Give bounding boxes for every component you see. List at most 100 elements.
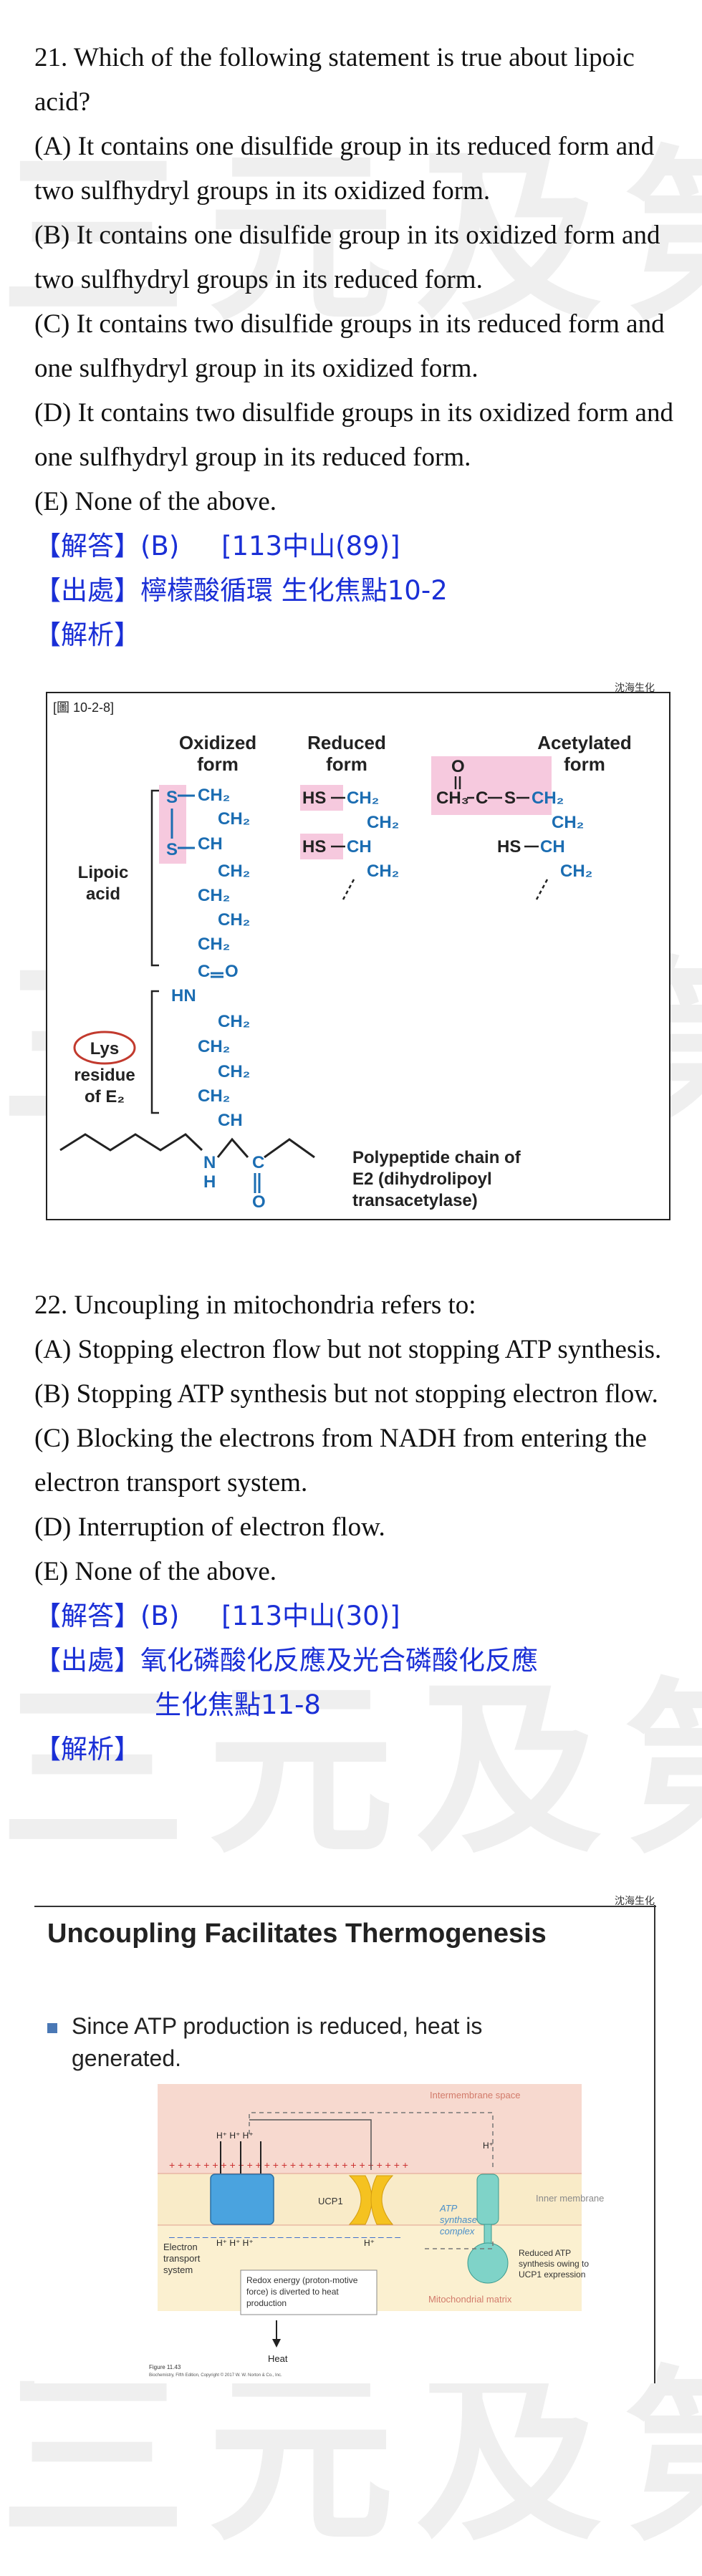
svg-text:of E₂: of E₂ [85,1087,125,1106]
svg-text:CH: CH [347,837,372,857]
svg-text:C: C [198,962,210,981]
svg-text:CH₂: CH₂ [347,788,379,808]
uncoupling-slide: Uncoupling Facilitates Thermogenesis Sin… [34,1905,656,2383]
svg-text:HS: HS [302,788,326,808]
svg-text:acid: acid [86,884,120,904]
option-c: (C) It contains two disulfide groups in … [34,309,665,383]
answer-value: (B) [140,531,180,561]
svg-text:O: O [252,1192,266,1212]
svg-text:O: O [225,962,239,981]
header-acetylated: Acetylated [537,732,632,753]
lipoic-acid-label: Lipoic [78,863,129,882]
svg-text:CH₂: CH₂ [198,935,230,954]
origin-label: 【出處】 [34,575,140,606]
origin-line: 【出處】檸檬酸循環 生化焦點10-2 [34,569,679,613]
figure-number: Figure 11.43 [149,2364,181,2370]
svg-text:HS: HS [302,837,326,857]
option-c: (C) Blocking the electrons from NADH fro… [34,1424,647,1497]
svg-text:CH₂: CH₂ [198,1086,230,1106]
option-e: (E) None of the above. [34,1557,277,1586]
svg-text:CH₂: CH₂ [198,1037,230,1056]
source-ref: [113中山(30)] [221,1601,400,1631]
svg-text:synthesis owing to: synthesis owing to [519,2259,589,2269]
svg-text:H⁺: H⁺ [483,2141,494,2151]
svg-text:S: S [166,788,178,807]
svg-text:synthase: synthase [440,2214,477,2225]
header-oxidized: Oxidized [179,732,256,753]
slide-title: Uncoupling Facilitates Thermogenesis [47,1919,547,1949]
svg-text:UCP1 expression: UCP1 expression [519,2269,585,2280]
lys-label: Lys [90,1039,119,1058]
origin-text: 檸檬酸循環 生化焦點10-2 [140,575,448,606]
svg-text:form: form [197,753,239,775]
option-b: (B) Stopping ATP synthesis but not stopp… [34,1379,658,1409]
option-d: (D) Interruption of electron flow. [34,1513,385,1542]
svg-text:CH₂: CH₂ [218,1012,250,1031]
watermark: 三元及第 [0,1663,702,1879]
svg-text:H⁺ H⁺ H⁺: H⁺ H⁺ H⁺ [216,2238,254,2248]
option-b: (B) It contains one disulfide group in i… [34,221,660,294]
svg-text:N: N [203,1153,216,1172]
svg-text:complex: complex [440,2226,475,2237]
svg-text:HN: HN [171,986,196,1005]
svg-text:H⁺: H⁺ [364,2238,375,2248]
svg-text:production: production [246,2298,287,2308]
svg-text:system: system [163,2264,193,2275]
svg-text:CH: CH [198,834,223,854]
analysis-label: 【解析】 [34,619,140,650]
question-22: 22. Uncoupling in mitochondria refers to… [34,1283,679,1772]
option-a: (A) It contains one disulfide group in i… [34,132,655,206]
option-e: (E) None of the above. [34,487,277,516]
slide-bullet-2: generated. [72,2045,181,2071]
question-21: 21. Which of the following statement is … [34,36,679,657]
answer-value: (B) [140,1601,180,1631]
svg-text:S: S [166,840,178,859]
label-inner-membrane: Inner membrane [536,2193,604,2204]
svg-text:transacetylase): transacetylase) [352,1191,478,1210]
lipoic-acid-figure: [圖 10-2-8] Oxidized form Reduced form Ac… [46,692,670,1220]
label-intermembrane: Intermembrane space [430,2090,520,2100]
svg-text:transport: transport [163,2253,201,2264]
svg-text:CH₃: CH₃ [436,788,469,808]
svg-text:E2 (dihydrolipoyl: E2 (dihydrolipoyl [352,1169,492,1189]
origin-line: 【出處】氧化磷酸化反應及光合磷酸化反應 生化焦點11-8 [34,1639,679,1727]
svg-text:CH₂: CH₂ [218,809,250,829]
svg-text:CH₂: CH₂ [198,786,230,805]
answer-line: 【解答】(B) [113中山(30)] [34,1594,679,1639]
svg-text:CH₂: CH₂ [367,862,399,881]
svg-text:CH₂: CH₂ [218,862,250,881]
svg-text:CH₂: CH₂ [532,788,564,808]
residue-label: residue [74,1066,135,1085]
question-text: 22. Uncoupling in mitochondria refers to… [34,1291,476,1320]
svg-text:CH₂: CH₂ [552,813,584,832]
svg-text:– – – – – – – – – – – – – – –: – – – – – – – – – – – – – – – – – – – – … [169,2231,400,2242]
source-ref: [113中山(89)] [221,531,400,561]
svg-text:+ + + + + + + + + + + + + + +: + + + + + + + + + + + + + + + + + + + + … [169,2159,408,2171]
credit: 沈海生化 [615,1896,655,1907]
svg-text:H⁺ H⁺ H⁺: H⁺ H⁺ H⁺ [216,2131,254,2141]
header-reduced: Reduced [307,732,386,753]
svg-text:CH: CH [540,837,565,857]
chain-label: Polypeptide chain of [352,1148,521,1167]
origin-text: 氧化磷酸化反應及光合磷酸化反應 [140,1645,538,1676]
label-heat: Heat [268,2353,288,2364]
figure-tag: [圖 10-2-8] [53,700,114,715]
origin-label: 【出處】 [34,1645,140,1676]
analysis-label: 【解析】 [34,1734,140,1765]
answer-label: 【解答】 [34,1601,140,1631]
svg-text:force) is diverted to heat: force) is diverted to heat [246,2287,339,2297]
svg-text:CH₂: CH₂ [367,813,399,832]
answer-line: 【解答】(B) [113中山(89)] [34,524,679,569]
slide-bullet-1: Since ATP production is reduced, heat is [72,2013,482,2039]
svg-text:O: O [451,757,465,776]
watermark: 三元及第 [0,130,702,347]
label-redox: Redox energy (proton-motive [246,2275,358,2285]
svg-text:CH₂: CH₂ [560,862,592,881]
option-d: (D) It contains two disulfide groups in … [34,398,673,472]
label-ucp1: UCP1 [318,2196,343,2206]
copyright: Biochemistry, Fifth Edition, Copyright ©… [149,2373,282,2378]
label-atp-synthase: ATP [439,2203,458,2214]
svg-text:HS: HS [497,837,521,857]
svg-text:S: S [504,788,516,808]
label-etc: Electron [163,2242,198,2252]
